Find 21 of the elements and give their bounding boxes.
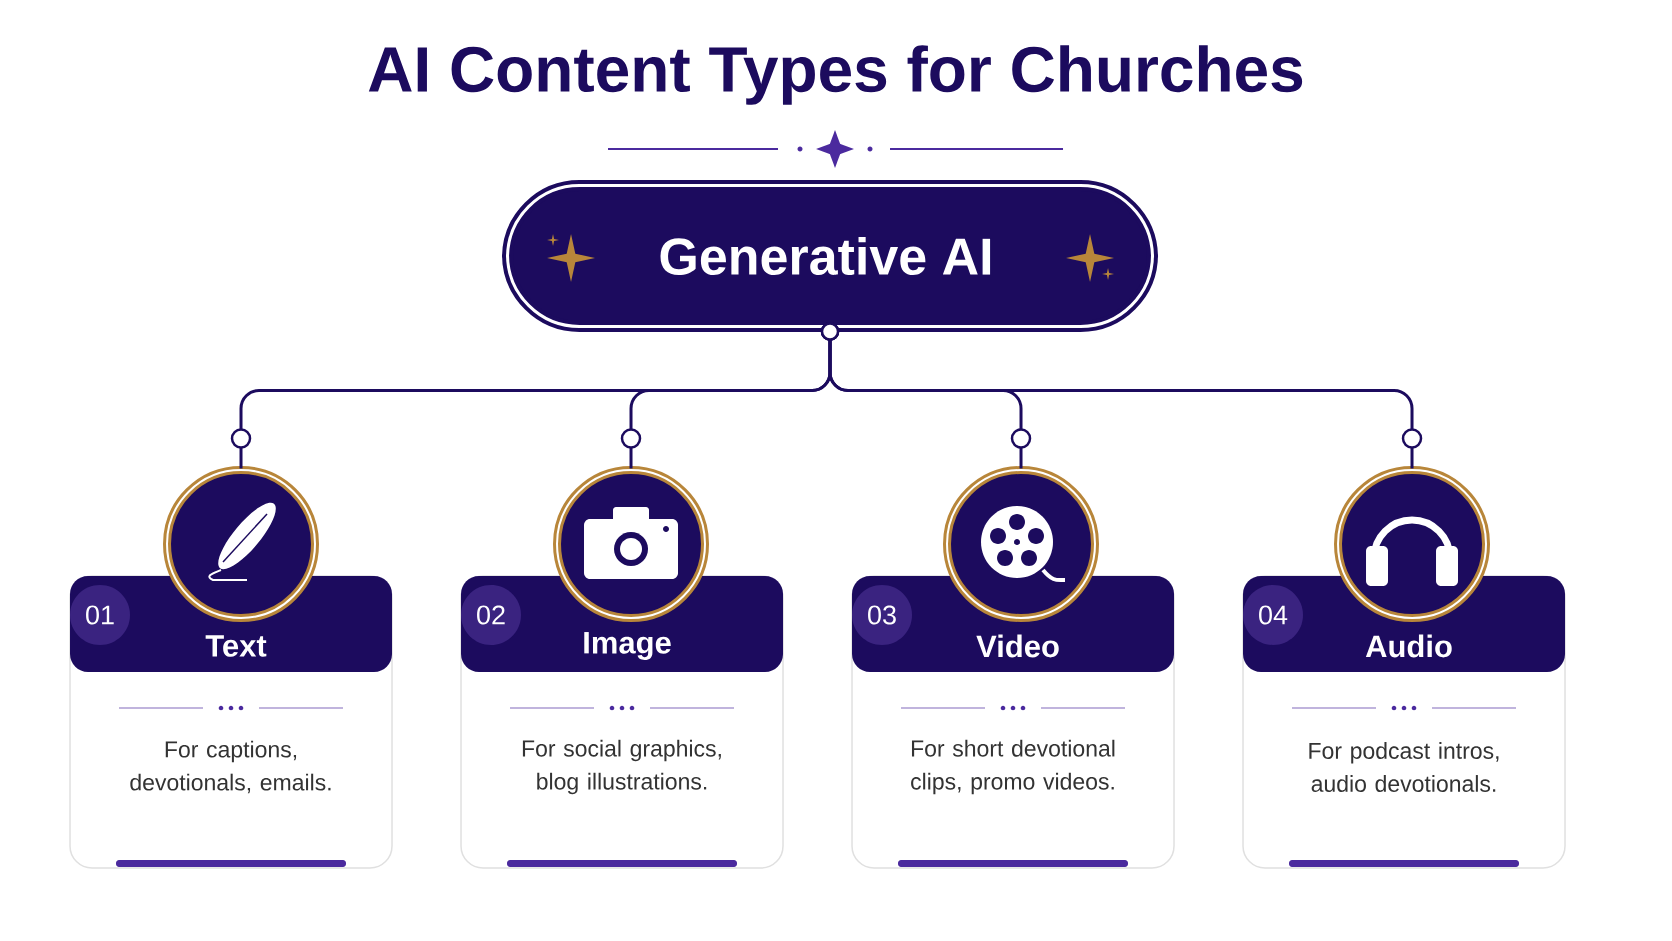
icon-circle bbox=[163, 466, 319, 622]
title: AI Content Types for Churches bbox=[368, 45, 1303, 105]
description: For captions, devotionals, emails. bbox=[130, 740, 331, 794]
pill-box: Generative AI bbox=[502, 180, 1158, 332]
card-title: Text bbox=[205, 635, 267, 657]
number-badge: 01 bbox=[70, 585, 130, 645]
card-title: Video bbox=[976, 634, 1059, 658]
connector bbox=[820, 322, 1423, 469]
card-title: Image bbox=[584, 632, 671, 660]
card bbox=[460, 575, 784, 869]
description: For short devotional clips, promo videos. bbox=[911, 739, 1115, 795]
description: For social graphics, blog illustrations. bbox=[522, 739, 721, 795]
card bbox=[851, 575, 1175, 869]
number-badge: 04 bbox=[1243, 585, 1303, 645]
description: For podcast intros, audio devotionals. bbox=[1309, 742, 1499, 792]
number-badge: 02 bbox=[461, 585, 521, 645]
card-title: Audio bbox=[1365, 634, 1452, 658]
icon-circle bbox=[1334, 466, 1490, 622]
card bbox=[1242, 575, 1566, 869]
number-badge: 03 bbox=[852, 585, 912, 645]
card bbox=[69, 575, 393, 869]
